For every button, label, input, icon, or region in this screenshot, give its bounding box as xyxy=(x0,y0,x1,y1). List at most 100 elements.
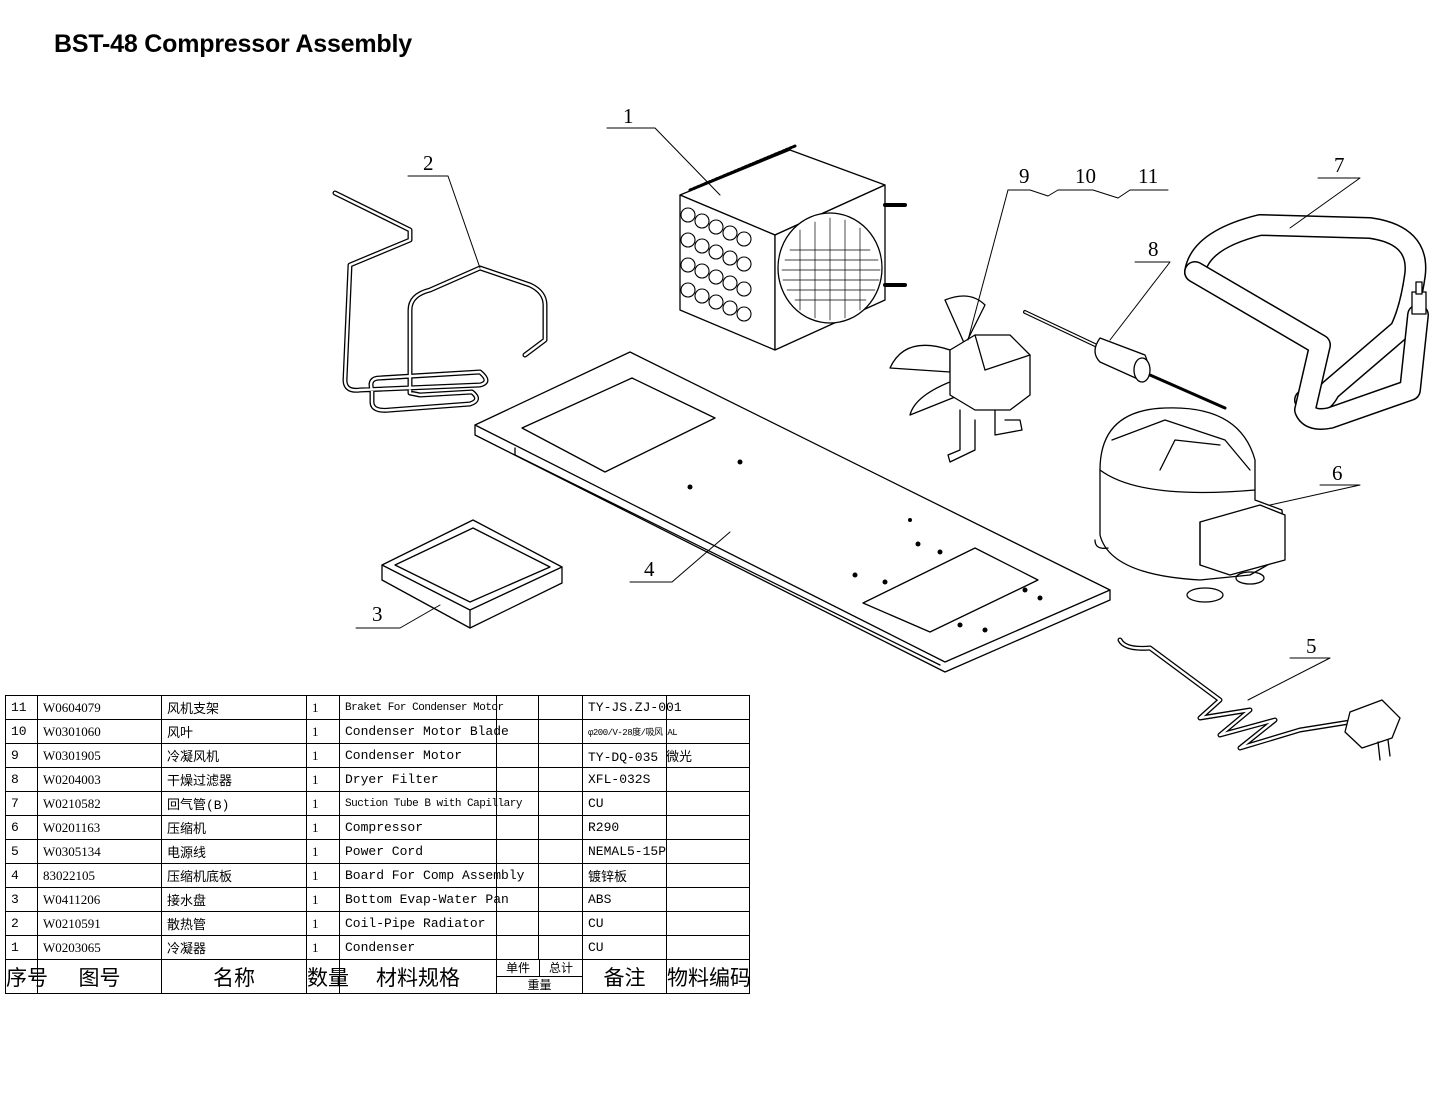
row-material-code xyxy=(666,863,750,888)
row-material-code xyxy=(666,839,750,864)
row-no: 4 xyxy=(5,863,38,888)
callout-11: 11 xyxy=(1138,164,1158,188)
row-spec: Board For Comp Assembly xyxy=(339,863,524,888)
row-no: 7 xyxy=(5,791,38,816)
row-spec: Condenser Motor xyxy=(339,743,497,768)
row-name: 冷凝风机 xyxy=(161,743,307,768)
row-code: W0201163 xyxy=(37,815,162,840)
row-code: W0203065 xyxy=(37,935,162,960)
row-no: 3 xyxy=(5,887,38,912)
callout-10: 10 xyxy=(1075,164,1096,188)
row-qty: 1 xyxy=(306,911,340,936)
row-code: W0210582 xyxy=(37,791,162,816)
header-qty: 数量 xyxy=(306,959,349,994)
row-material-code xyxy=(666,791,750,816)
row-spec: Condenser xyxy=(339,935,497,960)
row-qty: 1 xyxy=(306,719,340,744)
row-name: 散热管 xyxy=(161,911,307,936)
power-cord-part xyxy=(1117,637,1401,761)
row-unit-weight xyxy=(496,935,539,960)
row-note: R290 xyxy=(582,815,667,840)
header-no: 序号 xyxy=(5,959,48,994)
callout-3: 3 xyxy=(372,602,383,626)
header-weight: 单件 总计 重量 xyxy=(496,959,583,994)
row-note: 镀锌板 xyxy=(582,863,667,888)
row-note: CU xyxy=(582,791,667,816)
header-spec: 材料规格 xyxy=(339,959,497,994)
condenser-part xyxy=(679,144,907,351)
callout-9: 9 xyxy=(1019,164,1030,188)
row-note: XFL-032S xyxy=(582,767,667,792)
row-material-code xyxy=(666,911,750,936)
header-weight-label: 重量 xyxy=(527,978,552,992)
header-name: 名称 xyxy=(161,959,307,994)
row-name: 风叶 xyxy=(161,719,307,744)
row-material-code xyxy=(666,815,750,840)
bom-header-row: 序号 图号 名称 数量 材料规格 单件 总计 重量 备注 物料编码 xyxy=(5,959,751,994)
row-unit-weight xyxy=(496,743,539,768)
row-note: TY-JS.ZJ-001 xyxy=(582,695,682,720)
condenser-fan-motor-part xyxy=(889,295,1031,463)
callout-4: 4 xyxy=(644,557,655,581)
row-material-code xyxy=(666,719,750,744)
row-total-weight xyxy=(538,719,583,744)
callout-2: 2 xyxy=(423,151,434,175)
row-total-weight xyxy=(538,887,583,912)
row-name: 回气管(B) xyxy=(161,791,307,816)
row-material-code xyxy=(666,695,750,720)
row-qty: 1 xyxy=(306,815,340,840)
row-name: 电源线 xyxy=(161,839,307,864)
row-unit-weight xyxy=(496,695,539,720)
row-total-weight xyxy=(538,791,583,816)
row-note: CU xyxy=(582,911,667,936)
row-note: CU xyxy=(582,935,667,960)
row-spec: Braket For Condenser Motor xyxy=(339,695,504,720)
row-unit-weight xyxy=(496,911,539,936)
row-no: 9 xyxy=(5,743,38,768)
row-qty: 1 xyxy=(306,839,340,864)
row-note: NEMAL5-15P xyxy=(582,839,667,864)
coil-pipe-radiator-part xyxy=(332,190,548,413)
row-note: ABS xyxy=(582,887,667,912)
row-spec: Condenser Motor Blade xyxy=(339,719,509,744)
row-note: φ200/V-28度/吸风 AL xyxy=(582,719,678,744)
callout-8: 8 xyxy=(1148,237,1159,261)
row-no: 10 xyxy=(5,719,38,744)
row-unit-weight xyxy=(496,767,539,792)
header-code: 图号 xyxy=(37,959,162,994)
header-note: 备注 xyxy=(582,959,667,994)
row-spec: Power Cord xyxy=(339,839,497,864)
row-name: 接水盘 xyxy=(161,887,307,912)
row-qty: 1 xyxy=(306,791,340,816)
row-qty: 1 xyxy=(306,887,340,912)
row-code: W0604079 xyxy=(37,695,162,720)
row-name: 冷凝器 xyxy=(161,935,307,960)
row-unit-weight xyxy=(496,839,539,864)
row-name: 压缩机 xyxy=(161,815,307,840)
row-material-code xyxy=(666,887,750,912)
row-name: 风机支架 xyxy=(161,695,307,720)
row-code: 83022105 xyxy=(37,863,162,888)
water-pan-part xyxy=(381,519,563,629)
row-total-weight xyxy=(538,743,583,768)
row-name: 干燥过滤器 xyxy=(161,767,307,792)
row-no: 5 xyxy=(5,839,38,864)
row-code: W0301060 xyxy=(37,719,162,744)
row-no: 1 xyxy=(5,935,38,960)
row-code: W0305134 xyxy=(37,839,162,864)
row-no: 2 xyxy=(5,911,38,936)
row-spec: Suction Tube B with Capillary xyxy=(339,791,522,816)
row-spec: Bottom Evap-Water Pan xyxy=(339,887,509,912)
header-material-code: 物料编码 xyxy=(666,959,751,994)
row-material-code xyxy=(666,935,750,960)
